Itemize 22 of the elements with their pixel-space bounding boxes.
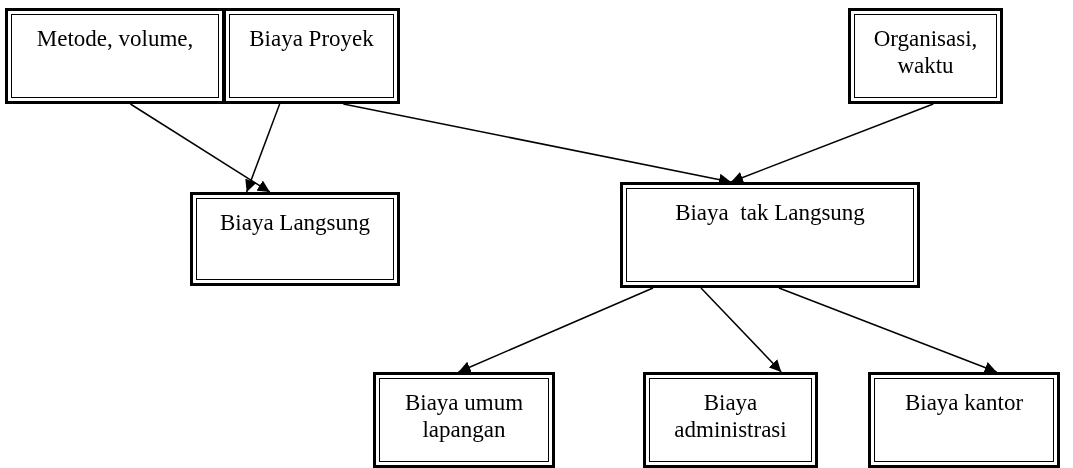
arrow — [778, 287, 998, 374]
cost-box — [223, 8, 400, 104]
box-label: Metode, volume, — [36, 25, 194, 52]
cost-box — [373, 372, 555, 468]
box-label: Biaya Langsung — [219, 209, 371, 236]
arrow — [245, 103, 281, 193]
arrow — [129, 103, 271, 193]
cost-box — [190, 192, 400, 286]
arrow — [700, 287, 782, 373]
cost-box — [643, 372, 818, 468]
cost-box — [620, 182, 920, 288]
box-label: Biaya kantor — [904, 389, 1024, 416]
metode-box — [5, 8, 225, 104]
arrow — [730, 103, 934, 184]
cost-box — [868, 372, 1060, 468]
box-label: Biaya tak Langsung — [675, 199, 865, 226]
organisation-box — [848, 8, 1003, 104]
arrow — [457, 287, 654, 373]
box-label: Biaya administrasi — [673, 389, 788, 443]
box-label: Biaya umum lapangan — [403, 389, 525, 443]
box-label: Biaya Proyek — [249, 25, 374, 52]
box-label: Organisasi, waktu — [872, 25, 979, 79]
